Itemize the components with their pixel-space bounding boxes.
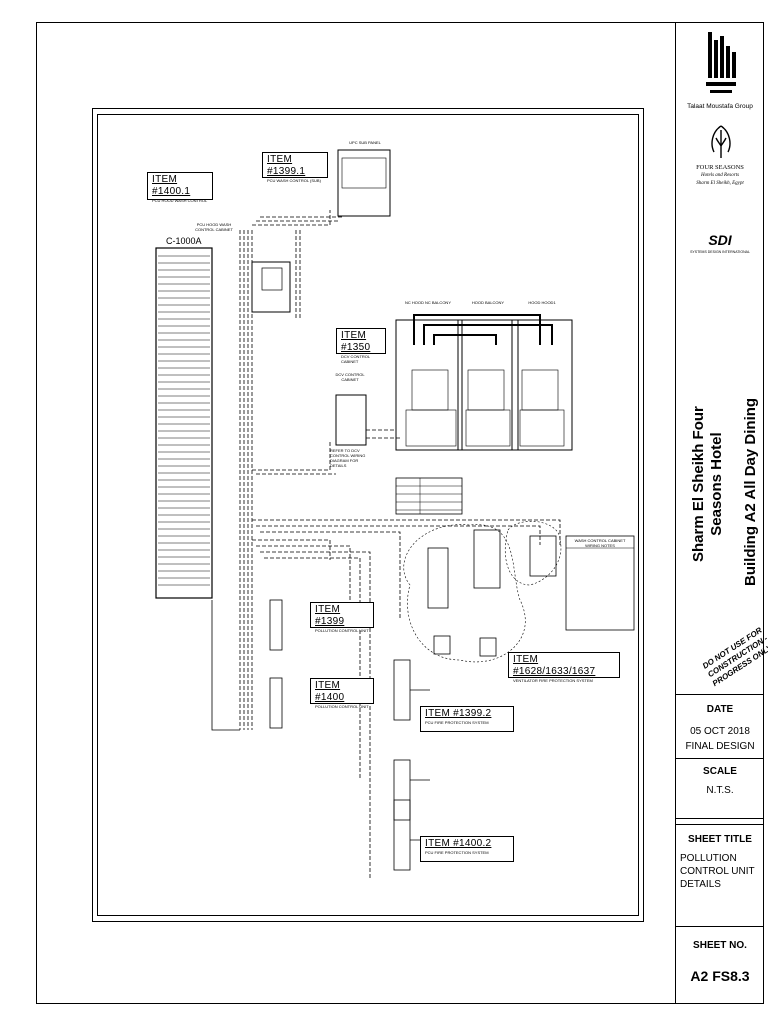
hood-mid-box bbox=[457, 319, 519, 451]
panel-c1000a bbox=[155, 247, 213, 599]
item-subtitle: DCV CONTROL CABINET bbox=[341, 354, 370, 364]
item-1400-2-tag: ITEM #1400.2 PCU FIRE PROTECTION SYSTEM bbox=[420, 836, 514, 862]
item-subtitle: POLLUTION CONTROL UNIT bbox=[315, 704, 369, 709]
item-title: ITEM #1399 bbox=[315, 604, 345, 627]
scale-value: N.T.S. bbox=[706, 785, 734, 796]
project-line-3: Building A2 All Day Dining bbox=[742, 397, 759, 586]
item-title: ITEM #1399.1 bbox=[267, 154, 306, 177]
four-seasons-tree-icon bbox=[711, 125, 731, 158]
item-1400-tag: ITEM #1400 POLLUTION CONTROL UNIT bbox=[310, 678, 374, 709]
sdi-subtitle: SYSTEMS DESIGN INTERNATIONAL bbox=[690, 250, 750, 254]
sheet-title-line-1: POLLUTION bbox=[680, 853, 737, 864]
date-label: DATE bbox=[706, 704, 734, 715]
upc-sub-panel-box bbox=[337, 149, 391, 217]
wash-notes-title: WASH CONTROL CABINET WIRING NOTES bbox=[574, 538, 626, 548]
hood-right-label: HOOD HOOD1 bbox=[528, 300, 556, 305]
hood-left-label: NC HOOD NC BALCONY bbox=[404, 300, 451, 305]
item-subtitle: PCU FIRE PROTECTION SYSTEM bbox=[425, 720, 489, 725]
sheet-no: A2 FS8.3 bbox=[690, 968, 750, 984]
sheet-title-line-3: DETAILS bbox=[680, 879, 721, 890]
scale-label: SCALE bbox=[703, 766, 737, 777]
item-title: ITEM #1400.1 bbox=[152, 174, 191, 197]
item-1399-tag: ITEM #1399 POLLUTION CONTROL UNIT bbox=[310, 602, 374, 633]
brand-location: Sharm El Sheikh, Egypt bbox=[696, 181, 744, 186]
brand-sub: Hotels and Resorts bbox=[700, 173, 740, 178]
tmg-logo-icon bbox=[706, 32, 736, 93]
dcv-cabinet-box bbox=[335, 394, 367, 446]
hood-right-box bbox=[511, 319, 573, 451]
item-subtitle: PCU HOOD WASH CONTROL bbox=[152, 198, 208, 203]
sheet-title-label: SHEET TITLE bbox=[688, 834, 752, 845]
upc-panel-label: UPC SUB PANEL bbox=[349, 140, 381, 145]
company-name: Talaat Moustafa Group bbox=[687, 103, 753, 110]
item-title: ITEM #1399.2 bbox=[425, 708, 492, 719]
dcv-cabinet-label: DCV CONTROL CABINET bbox=[335, 372, 365, 382]
item-1399-2-tag: ITEM #1399.2 PCU FIRE PROTECTION SYSTEM bbox=[420, 706, 514, 732]
title-block bbox=[676, 22, 764, 1004]
brand-main: FOUR SEASONS bbox=[696, 164, 744, 171]
item-title: ITEM #1350 bbox=[341, 330, 371, 353]
hood-left-box bbox=[395, 319, 463, 451]
status-value: FINAL DESIGN bbox=[685, 741, 755, 752]
tb-divider bbox=[676, 926, 764, 927]
tb-divider bbox=[676, 824, 764, 825]
item-subtitle: VENTILATOR FIRE PROTECTION SYSTEM bbox=[513, 678, 593, 683]
sdi-logo: SDI bbox=[708, 232, 732, 248]
sheet-border bbox=[36, 22, 676, 1004]
project-line-1: Sharm El Sheikh Four bbox=[690, 406, 707, 562]
tb-divider bbox=[676, 818, 764, 819]
drawing-area bbox=[97, 114, 639, 916]
tb-divider bbox=[676, 694, 764, 695]
pcu-cabinet-box bbox=[251, 261, 291, 313]
item-subtitle: PCU WASH CONTROL (SUB) bbox=[267, 178, 321, 183]
item-subtitle: PCU FIRE PROTECTION SYSTEM bbox=[425, 850, 489, 855]
panel-c1000a-label: C-1000A bbox=[166, 236, 202, 246]
hood-mid-label: HOOD BALCONY bbox=[471, 300, 505, 305]
sheet-no-label: SHEET NO. bbox=[693, 940, 747, 951]
sheet-title: POLLUTION CONTROL UNIT DETAILS bbox=[680, 852, 755, 891]
item-1628-tag: ITEM #1628/1633/1637 VENTILATOR FIRE PRO… bbox=[508, 652, 620, 683]
item-title: ITEM #1400 bbox=[315, 680, 345, 703]
drawing-frame bbox=[92, 108, 644, 922]
item-title: ITEM #1628/1633/1637 bbox=[513, 654, 596, 677]
project-line-2: Seasons Hotel bbox=[708, 432, 725, 536]
pcu-cabinet-label: PCU HOOD WASH CONTROL CABINET bbox=[195, 222, 233, 232]
item-1400-1-tag: ITEM #1400.1 PCU HOOD WASH CONTROL bbox=[147, 172, 213, 203]
refer-dcv-note: REFER TO DCV CONTROL WIRING DIAGRAM FOR … bbox=[330, 448, 366, 468]
item-title: ITEM #1400.2 bbox=[425, 838, 492, 849]
project-title: Sharm El Sheikh Four Seasons Hotel bbox=[690, 406, 726, 562]
item-1399-1-tag: ITEM #1399.1 PCU WASH CONTROL (SUB) bbox=[262, 152, 328, 183]
item-1350-tag: ITEM #1350 DCV CONTROL CABINET bbox=[336, 328, 386, 364]
tb-divider bbox=[676, 758, 764, 759]
date-value: 05 OCT 2018 bbox=[690, 726, 750, 737]
sheet-title-line-2: CONTROL UNIT bbox=[680, 866, 755, 877]
item-subtitle: POLLUTION CONTROL UNIT bbox=[315, 628, 369, 633]
